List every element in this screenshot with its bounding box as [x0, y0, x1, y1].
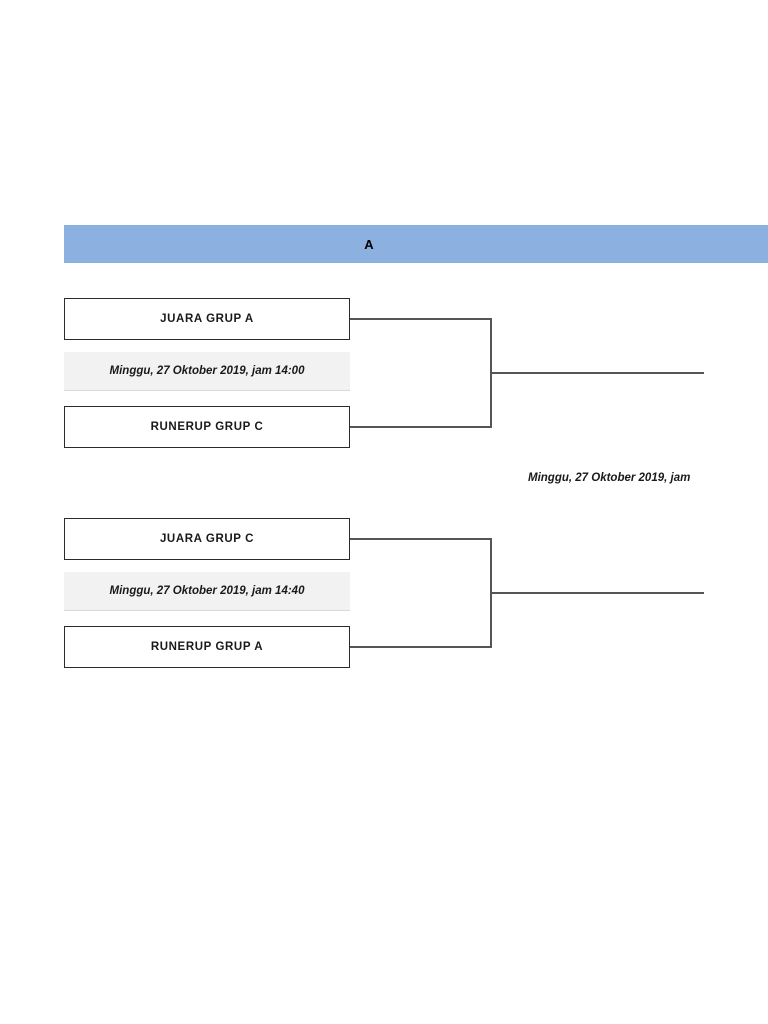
- team-label: JUARA GRUP C: [159, 533, 255, 545]
- connector-line-top: [350, 318, 492, 320]
- team-slot-top[interactable]: JUARA GRUP A: [64, 298, 350, 340]
- team-slot-top[interactable]: JUARA GRUP C: [64, 518, 350, 560]
- match-date-label: Minggu, 27 Oktober 2019, jam 14:40: [109, 585, 305, 597]
- match-date-label: Minggu, 27 Oktober 2019, jam 14:00: [109, 365, 305, 377]
- team-slot-bottom[interactable]: RUNERUP GRUP C: [64, 406, 350, 448]
- connector-line-bottom: [350, 646, 492, 648]
- page-title: A: [364, 236, 374, 252]
- team-label: RUNERUP GRUP A: [150, 641, 264, 653]
- match-date-row: Minggu, 27 Oktober 2019, jam 14:00: [64, 352, 350, 391]
- match-date-row: Minggu, 27 Oktober 2019, jam 14:40: [64, 572, 350, 611]
- connector-line-winner: [490, 372, 704, 374]
- team-slot-bottom[interactable]: RUNERUP GRUP A: [64, 626, 350, 668]
- team-label: JUARA GRUP A: [160, 313, 254, 325]
- connector-line-top: [350, 538, 492, 540]
- connector-line-bottom: [350, 426, 492, 428]
- final-match-date-label: Minggu, 27 Oktober 2019, jam: [528, 472, 691, 484]
- connector-line-winner: [490, 592, 704, 594]
- group-header-banner: A: [64, 225, 768, 263]
- team-label: RUNERUP GRUP C: [150, 421, 264, 433]
